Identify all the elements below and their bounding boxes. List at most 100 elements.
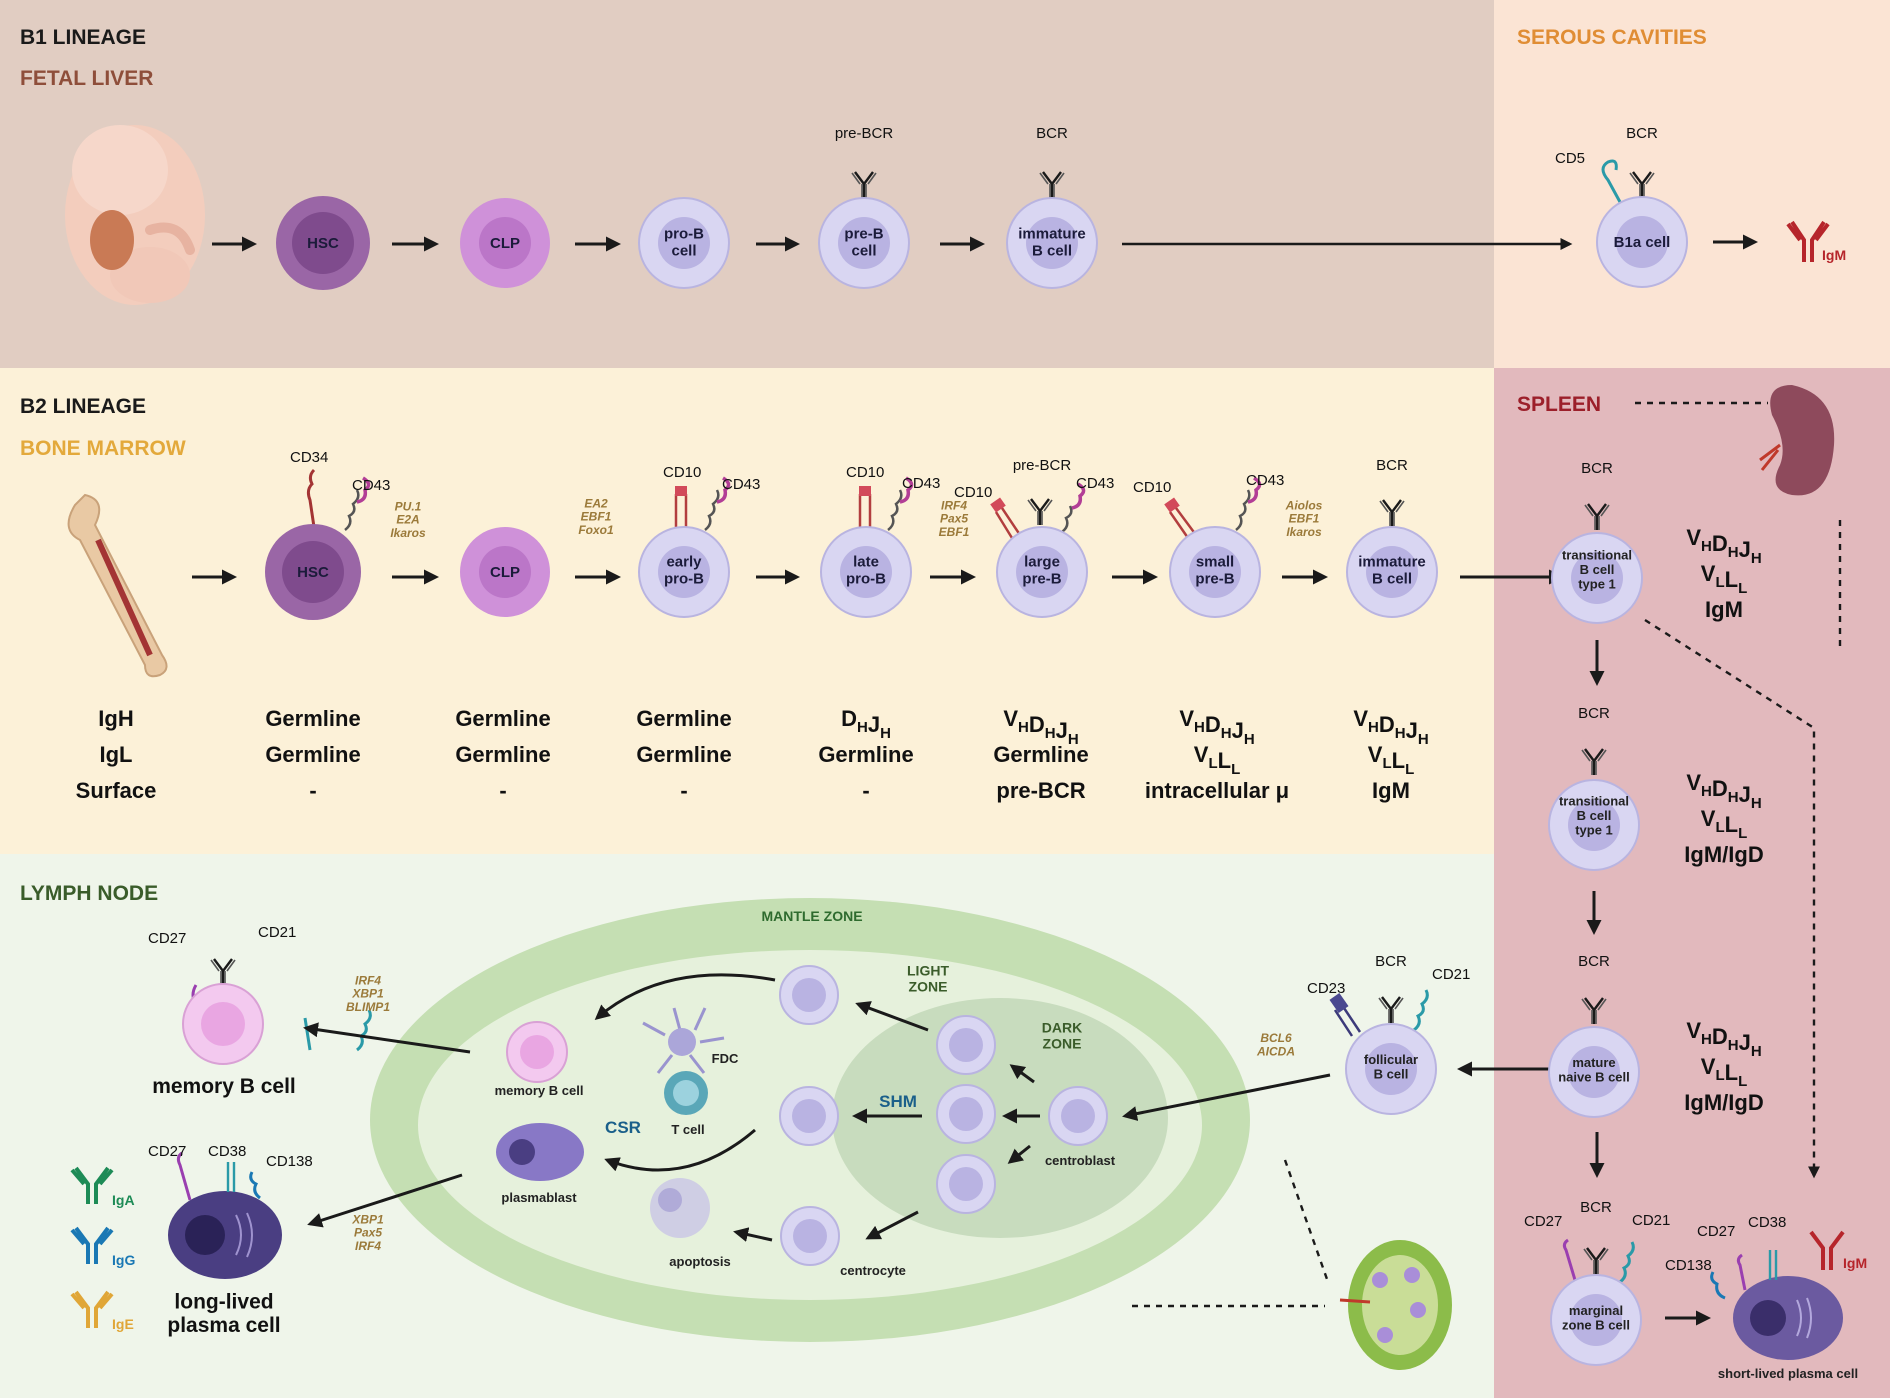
mz-cd27-label: CD27 [1524, 1213, 1562, 1230]
llpc-cd27-label: CD27 [148, 1143, 186, 1160]
b1-panel [0, 0, 1494, 368]
fetal-liver-label: FETAL LIVER [20, 67, 153, 90]
b2-row-labels: IgH IgL Surface [76, 706, 157, 803]
b1-pre-bcr-label: pre-BCR [835, 125, 894, 142]
stage-value-c2-r0: Germline [636, 706, 731, 731]
lymph-output-arrows [303, 1022, 471, 1228]
stage-value-c4-r0: VHDHJH [1003, 706, 1078, 748]
memory-b-cell: CD27 CD21 memory B cell [148, 924, 372, 1098]
lymph-node-illustration [1339, 1240, 1452, 1370]
follicular-cd23-label: CD23 [1307, 980, 1345, 997]
stage-value-c3-r0: DHJH [841, 706, 891, 742]
serous-panel [1494, 0, 1890, 368]
spleen-bcr-label-4: BCR [1580, 1199, 1612, 1216]
follicular-bcr-label: BCR [1375, 953, 1407, 970]
stage-value-c1-r2: - [499, 778, 506, 803]
cd10-label-2: CD10 [846, 464, 884, 481]
b1-title: B1 LINEAGE [20, 26, 146, 49]
stage-value-c1-r1: Germline [455, 742, 550, 767]
cd43-label-5: CD43 [1246, 472, 1284, 489]
lymph-labels: SHM CSR centroblast centrocyte apoptosis… [495, 1031, 1295, 1278]
slpc-igm-label: IgM [1843, 1255, 1867, 1271]
b1a-cell: BCR CD5 B1a cell [1555, 125, 1688, 288]
b2-clp-label: CLP [490, 564, 520, 581]
cd43-label-3: CD43 [902, 475, 940, 492]
iga-label: IgA [112, 1192, 135, 1208]
b1-igm-label: IgM [1822, 247, 1846, 263]
stage-value-c2-r1: Germline [636, 742, 731, 767]
bone-marrow-label: BONE MARROW [20, 437, 186, 460]
b1a-bcr-label: BCR [1626, 125, 1658, 142]
cd43-label-4: CD43 [1076, 475, 1114, 492]
lymph-node-title: LYMPH NODE [20, 882, 158, 905]
stage-value-c4-r2: pre-BCR [996, 778, 1085, 803]
plasmablast-label: plasmablast [501, 1190, 577, 1205]
stage-value-c5-r2: intracellular μ [1145, 778, 1289, 803]
b1-clp-cell: CLP [460, 198, 550, 288]
b1-clp-label: CLP [490, 235, 520, 252]
mantle-zone-label: MANTLE ZONE [761, 908, 862, 924]
b2-hsc-label: HSC [297, 564, 329, 581]
b1-igm-antibody: IgM [1786, 220, 1846, 263]
memory-inner-label: memory B cell [495, 1083, 584, 1098]
stage-value-c5-r1: VLLL [1194, 742, 1240, 778]
slpc-cd138-label: CD138 [1665, 1257, 1712, 1274]
cd10-label-1: CD10 [663, 464, 701, 481]
igg-label: IgG [112, 1252, 135, 1268]
b1a-label: B1a cell [1614, 234, 1671, 251]
cd10-label-3: CD10 [954, 484, 992, 501]
b2-stage-table: GermlineGermline-GermlineGermline-Germli… [265, 706, 1428, 803]
b1-hsc-label: HSC [307, 235, 339, 252]
cd10-label-4: CD10 [1133, 479, 1171, 496]
spleen-arrows [1457, 640, 1711, 1326]
spleen-value-2-1: VLLL [1701, 1054, 1747, 1090]
stage-value-c0-r0: Germline [265, 706, 360, 731]
memory-cd27-label: CD27 [148, 930, 186, 947]
llpc-cd138-label: CD138 [266, 1153, 313, 1170]
slpc-cd27-label: CD27 [1697, 1223, 1735, 1240]
stage-value-c6-r2: IgM [1372, 778, 1410, 803]
spleen-bcr-label-2: BCR [1578, 705, 1610, 722]
mz-cd21-label: CD21 [1632, 1212, 1670, 1229]
spleen-bcr-label-3: BCR [1578, 953, 1610, 970]
b1-hsc-cell: HSC [276, 196, 370, 290]
spleen-organ-illustration [1759, 385, 1835, 496]
spleen-stage-values: VHDHJHVLLLIgMVHDHJHVLLLIgM/IgDVHDHJHVLLL… [1684, 525, 1763, 1115]
b2-panel [0, 368, 1494, 854]
stage-value-c6-r0: VHDHJH [1353, 706, 1428, 748]
spleen-title: SPLEEN [1517, 393, 1601, 416]
spleen-value-0-1: VLLL [1701, 561, 1747, 597]
isotype-ige: IgE [70, 1290, 134, 1332]
cd43-label-2: CD43 [722, 476, 760, 493]
lymph-dashes [1132, 1159, 1330, 1308]
short-lived-plasma-cell: CD27 CD38 CD138 IgM short-lived plasma c… [1665, 1214, 1867, 1381]
spleen-dashes [1635, 401, 1842, 650]
llpc-cd38-label: CD38 [208, 1143, 246, 1160]
fetus-illustration [65, 125, 205, 305]
spleen-panel [1494, 368, 1890, 1398]
